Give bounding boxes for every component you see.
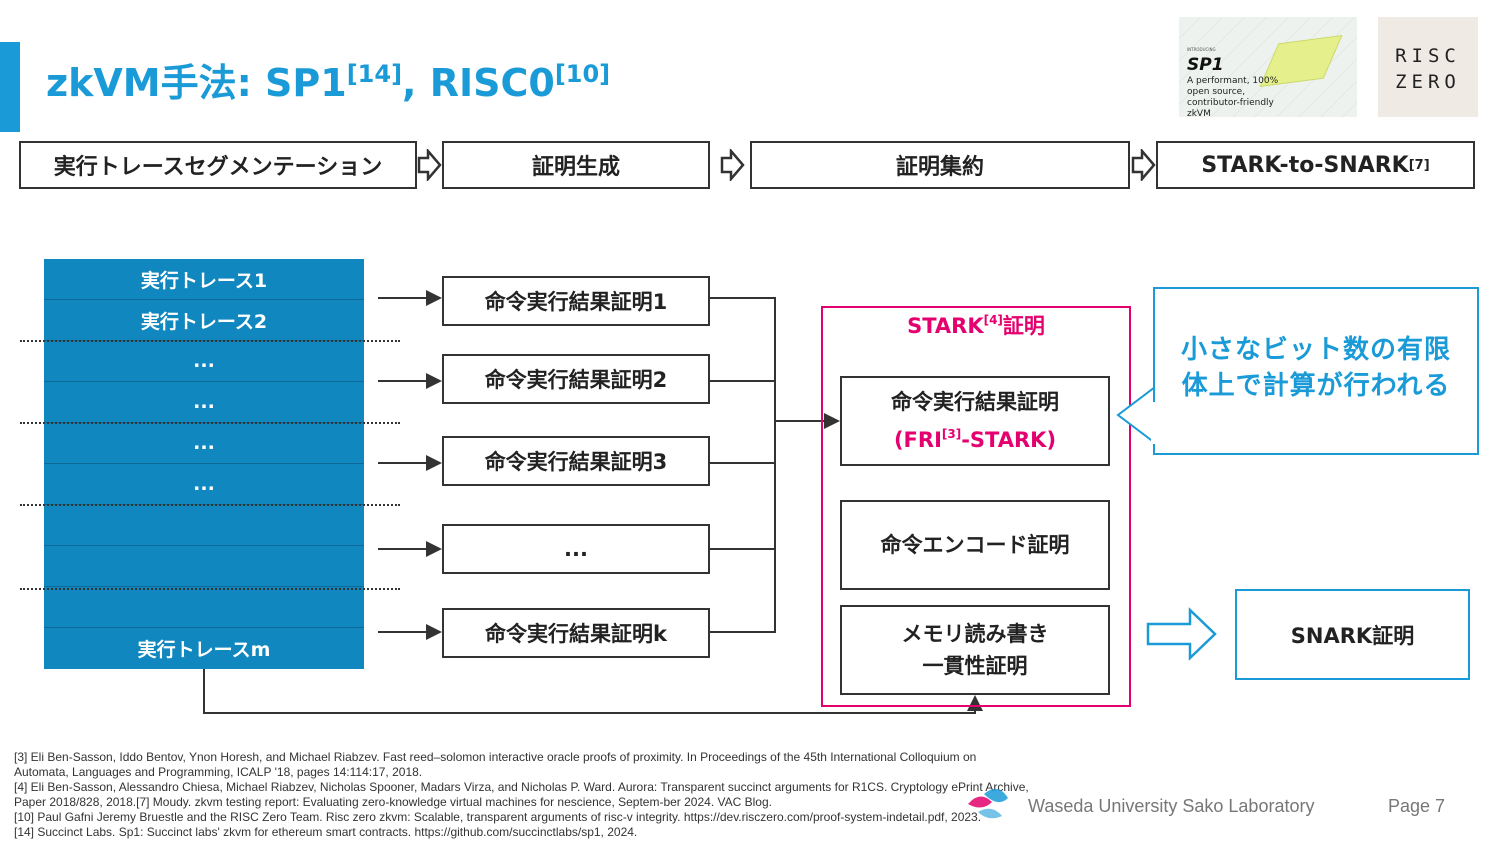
callout-box: [1153, 287, 1479, 455]
pipeline-arrow-icon: [720, 149, 745, 181]
proof-box-3: 命令実行結果証明3: [442, 436, 710, 486]
stage-proof-aggregation: 証明集約: [750, 141, 1130, 189]
trace-row-9: [44, 587, 364, 628]
stark-suffix: -STARK): [961, 428, 1057, 452]
trace-row-5: ...: [44, 423, 364, 464]
sp1-logo: INTRODUCING SP1 A performant, 100% open …: [1179, 17, 1357, 117]
title-ref-sp1: [14]: [346, 60, 403, 88]
fri-label: (FRI: [893, 428, 942, 452]
stark-box-execution-proof: 命令実行結果証明 (FRI[3]-STARK): [840, 376, 1110, 466]
title-ref-risc0: [10]: [554, 60, 611, 88]
risc-zero-line1: RISC: [1395, 45, 1461, 67]
trace-row-7: [44, 505, 364, 546]
reference-line: Paper 2018/828, 2018.[7] Moudy. zkvm tes…: [14, 795, 772, 809]
segment-divider: [20, 588, 400, 590]
title-text-risc0: , RISC0: [402, 61, 555, 105]
trace-row-1: 実行トレース1: [44, 259, 364, 300]
footer-lab-name: Waseda University Sako Laboratory: [1028, 796, 1315, 816]
callout-line2: 体上で計算が行われる: [1181, 371, 1451, 401]
stage-stark-to-snark-label: STARK-to-SNARK: [1201, 152, 1409, 178]
snark-arrow-icon: [1146, 607, 1217, 661]
stark-box-memory-line2: 一貫性証明: [922, 654, 1028, 678]
stage-trace-segmentation: 実行トレースセグメンテーション: [19, 141, 417, 189]
sp1-logo-name: SP1: [1187, 55, 1224, 75]
stark-box-encoding-proof: 命令エンコード証明: [840, 500, 1110, 590]
stark-box-execution-subtitle: (FRI[3]-STARK): [894, 418, 1056, 456]
segment-divider: [20, 422, 400, 424]
callout-gap: [1151, 402, 1157, 444]
reference-line: [3] Eli Ben-Sasson, Iddo Bentov, Ynon Ho…: [14, 750, 977, 764]
stark-label-text: STARK: [907, 314, 984, 338]
proof-box-2: 命令実行結果証明2: [442, 354, 710, 404]
sp1-intro-label: INTRODUCING: [1187, 47, 1216, 52]
trace-row-3: ...: [44, 341, 364, 382]
trace-row-2: 実行トレース2: [44, 300, 364, 341]
stage-proof-generation: 証明生成: [442, 141, 710, 189]
stark-proof-group: [821, 306, 1131, 707]
waseda-logo-icon: [968, 788, 1008, 819]
callout-line1: 小さなビット数の有限: [1180, 335, 1451, 365]
risc-zero-line2: ZERO: [1395, 71, 1461, 93]
proof-box-k: 命令実行結果証明k: [442, 608, 710, 658]
pipeline-arrow-icon: [1131, 149, 1156, 181]
reference-line: [4] Eli Ben-Sasson, Alessandro Chiesa, M…: [14, 780, 1029, 794]
stage-stark-to-snark: STARK-to-SNARK[7]: [1156, 141, 1475, 189]
fri-ref: [3]: [941, 427, 962, 441]
segment-divider: [20, 340, 400, 342]
reference-line: [14] Succinct Labs. Sp1: Succinct labs' …: [14, 825, 638, 839]
title-text: zkVM手法: SP1: [46, 61, 347, 105]
trace-row-m: 実行トレースm: [44, 628, 364, 669]
reference-line: [10] Paul Gafni Jeremy Bruestle and the …: [14, 810, 982, 824]
proof-box-ellipsis: ...: [442, 524, 710, 574]
reference-line: Automata, Languages and Programming, ICA…: [14, 765, 423, 779]
stark-box-memory-line1: メモリ読み書き: [901, 622, 1049, 646]
callout-text: 小さなビット数の有限 体上で計算が行われる: [1153, 332, 1479, 404]
references: [3] Eli Ben-Sasson, Iddo Bentov, Ynon Ho…: [14, 750, 1074, 840]
pipeline-arrow-icon: [417, 149, 442, 181]
stark-label-ref: [4]: [983, 313, 1003, 327]
stark-box-memory-proof: メモリ読み書き 一貫性証明: [840, 605, 1110, 695]
segment-divider: [20, 504, 400, 506]
proof-box-1: 命令実行結果証明1: [442, 276, 710, 326]
stark-label-suffix: 証明: [1002, 314, 1045, 338]
stark-proof-label: STARK[4]証明: [821, 310, 1131, 340]
stage-stark-to-snark-ref: [7]: [1408, 157, 1430, 173]
footer-page-number: Page 7: [1388, 796, 1446, 816]
snark-proof-box: SNARK証明: [1235, 589, 1470, 680]
page-title: zkVM手法: SP1[14], RISC0[10]: [46, 52, 610, 107]
sp1-logo-tagline: A performant, 100% open source, contribu…: [1187, 76, 1279, 117]
risc-zero-logo: RISC ZERO: [1378, 17, 1478, 117]
callout-pointer: [1116, 386, 1156, 444]
trace-row-8: [44, 546, 364, 587]
stark-box-execution-title: 命令実行結果証明: [891, 390, 1059, 414]
stark-box-encoding-title: 命令エンコード証明: [880, 533, 1070, 557]
trace-row-4: ...: [44, 382, 364, 423]
title-accent-bar: [0, 42, 20, 132]
trace-row-6: ...: [44, 464, 364, 505]
